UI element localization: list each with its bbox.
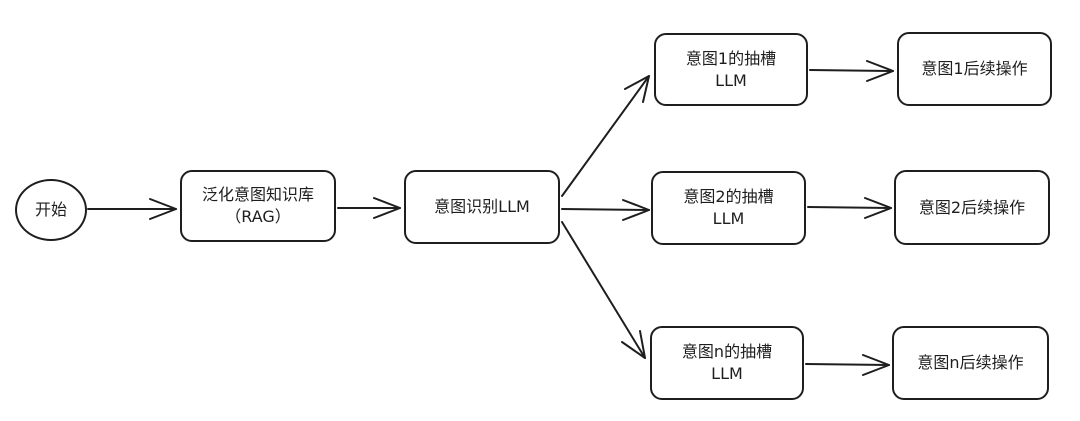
slot-n-node-label-line-1: 意图n的抽槽 (681, 342, 773, 361)
start-node: 开始 (15, 179, 87, 241)
action-2-node: 意图2后续操作 (894, 170, 1050, 245)
slot-2-node: 意图2的抽槽 LLM (651, 171, 806, 245)
slot-1-node: 意图1的抽槽 LLM (654, 33, 808, 106)
edge-intent-llm-to-slot-2 (561, 199, 650, 221)
edge-slot-2-to-action-2 (807, 197, 892, 219)
action-1-node-label: 意图1后续操作 (921, 59, 1028, 78)
slot-n-node-label-line-2: LLM (711, 364, 743, 383)
slot-2-node-label-line-1: 意图2的抽槽 (683, 187, 774, 206)
intent-llm-node: 意图识别LLM (404, 170, 560, 244)
action-1-node: 意图1后续操作 (897, 32, 1052, 106)
edge-intent-llm-to-slot-1 (561, 75, 650, 197)
rag-node-label-line-1: 泛化意图知识库 (201, 185, 314, 204)
edge-start-to-rag (87, 198, 177, 220)
edge-slot-1-to-action-1 (809, 60, 894, 82)
edge-intent-llm-to-slot-n (561, 221, 646, 359)
action-n-node-label: 意图n后续操作 (917, 353, 1024, 372)
action-2-node-label: 意图2后续操作 (918, 197, 1026, 217)
start-node-label: 开始 (34, 200, 67, 219)
edge-slot-n-to-action-n (805, 354, 890, 376)
intent-llm-node-label: 意图识别LLM (434, 197, 530, 216)
rag-node: 泛化意图知识库 （RAG） (180, 170, 336, 242)
rag-node-label-line-2: （RAG） (225, 207, 291, 226)
slot-2-node-label-line-2: LLM (712, 209, 745, 228)
slot-n-node: 意图n的抽槽 LLM (650, 326, 804, 400)
action-n-node: 意图n后续操作 (892, 326, 1049, 400)
slot-1-node-label-line-2: LLM (715, 70, 747, 90)
edge-rag-to-intent-llm (337, 197, 401, 219)
slot-1-node-label-line-1: 意图1的抽槽 (685, 48, 777, 68)
